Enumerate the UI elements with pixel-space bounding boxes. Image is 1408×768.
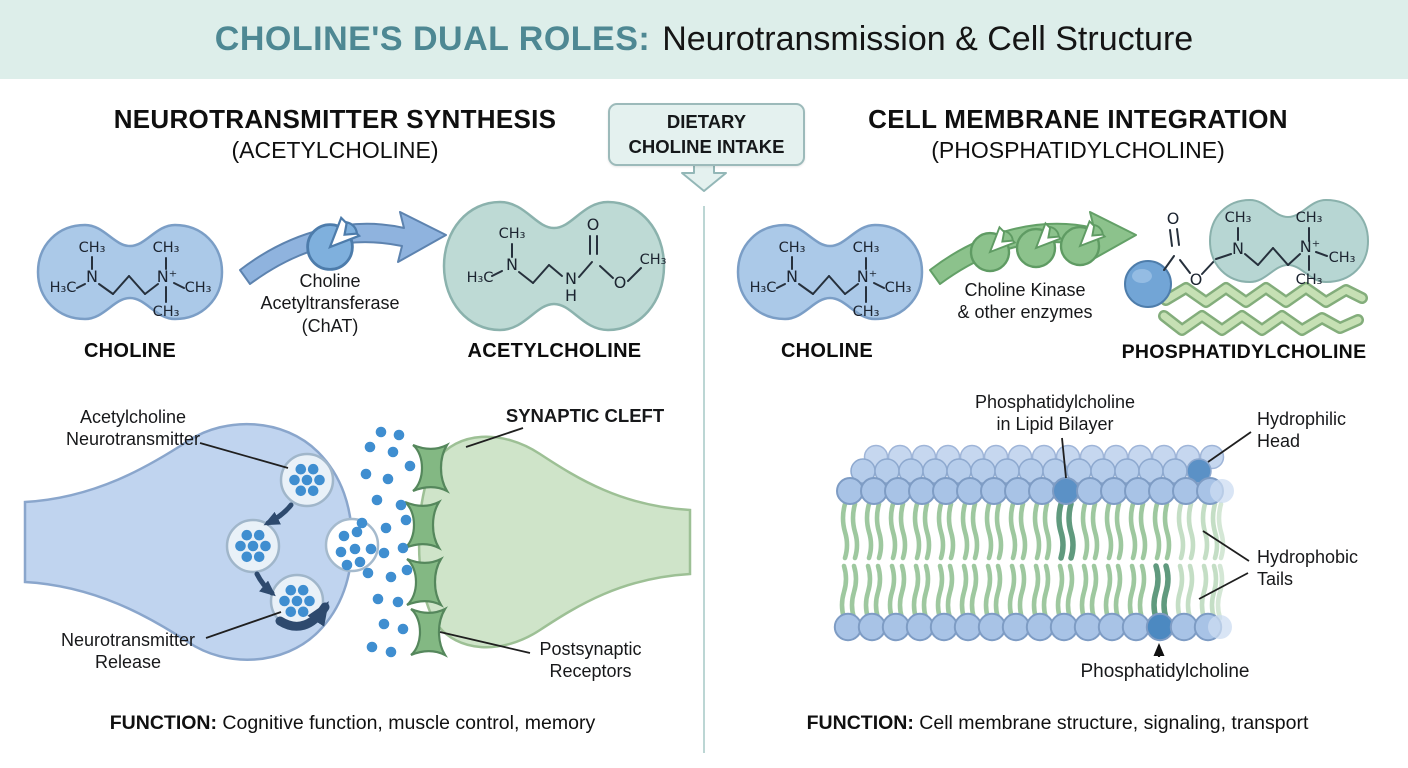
oxygen-label: O xyxy=(587,215,600,234)
hydrophobic-tails-label: Hydrophobic Tails xyxy=(1257,547,1359,590)
phosphatidylcholine-structure: O O CH₃ N CH₃ N⁺ CH₃ CH₃ xyxy=(1124,198,1370,336)
title-bar: CHOLINE'S DUAL ROLES: Neurotransmission … xyxy=(0,0,1408,79)
right-heading-line1: CELL MEMBRANE INTEGRATION xyxy=(868,104,1288,134)
receptor-icon xyxy=(411,443,449,493)
hydrogen-label: H xyxy=(565,286,577,305)
oxygen-label: O xyxy=(1167,209,1180,228)
right-heading-line2: (PHOSPHATIDYLCHOLINE) xyxy=(931,137,1225,163)
acetylcholine-caption: ACETYLCHOLINE xyxy=(467,340,642,362)
intake-line2: CHOLINE INTAKE xyxy=(628,135,785,157)
phosphatidylcholine-bottom-label: Phosphatidylcholine xyxy=(1080,661,1250,682)
flow-arrow xyxy=(263,502,294,526)
oxygen-label: O xyxy=(614,273,627,292)
page-title-highlight: CHOLINE'S DUAL ROLES: xyxy=(214,20,651,58)
release-arrow xyxy=(275,601,330,631)
left-section-heading: NEUROTRANSMITTER SYNTHESIS (ACETYLCHOLIN… xyxy=(35,104,635,164)
neurotransmitter-dots xyxy=(335,426,416,658)
page-title: Neurotransmission & Cell Structure xyxy=(662,20,1194,58)
choline-caption-left: CHOLINE xyxy=(83,340,177,362)
vesicle-icon xyxy=(225,518,281,574)
methyl-label: CH₃ xyxy=(1329,250,1356,266)
acetylcholine-structure: CH₃ H₃C N N H O O CH₃ xyxy=(442,200,667,332)
nitrogen-label: N xyxy=(506,255,518,274)
phosphatidylcholine-caption: PHOSPHATIDYLCHOLINE xyxy=(1121,341,1367,363)
methyl-label: CH₃ xyxy=(1225,210,1252,226)
left-heading-line1: NEUROTRANSMITTER SYNTHESIS xyxy=(113,104,557,134)
function-label: FUNCTION: xyxy=(109,712,217,734)
kinase-enzyme-icon xyxy=(971,227,1015,271)
nitrogen-label: N xyxy=(1232,239,1244,258)
choline-caption-right: CHOLINE xyxy=(780,340,874,362)
dietary-choline-intake-box: DIETARY CHOLINE INTAKE xyxy=(608,103,805,166)
left-heading-line2: (ACETYLCHOLINE) xyxy=(231,137,439,163)
kinase-enzyme-label: Choline Kinase & other enzymes xyxy=(957,280,1093,323)
lipid-bilayer xyxy=(833,444,1234,642)
right-section-heading: CELL MEMBRANE INTEGRATION (PHOSPHATIDYLC… xyxy=(778,104,1378,164)
postsynaptic-receptors-label: Postsynaptic Receptors xyxy=(539,639,642,682)
choline-structure-left xyxy=(36,223,224,322)
nitrogen-label: N xyxy=(565,269,577,288)
methyl-label: H₃C xyxy=(467,270,494,286)
acetylcholine-neurotransmitter-label: Acetylcholine Neurotransmitter xyxy=(65,407,201,450)
left-function-line: FUNCTION: Cognitive function, muscle con… xyxy=(40,712,665,735)
function-text: Cognitive function, muscle control, memo… xyxy=(222,712,596,734)
oxygen-label: O xyxy=(1190,270,1203,289)
methyl-label: CH₃ xyxy=(1296,272,1323,288)
function-label: FUNCTION: xyxy=(806,712,914,734)
intake-down-arrow-icon xyxy=(681,162,727,192)
receptor-icon xyxy=(409,607,447,657)
function-text: Cell membrane structure, signaling, tran… xyxy=(919,712,1309,734)
pc-in-bilayer-label: Phosphatidylcholine in Lipid Bilayer xyxy=(974,392,1136,435)
vesicle-icon xyxy=(279,452,335,508)
receptor-icon xyxy=(405,557,443,607)
neurotransmitter-release-label: Neurotransmitter Release xyxy=(60,630,196,673)
postsynaptic-neuron xyxy=(417,435,692,649)
choline-structure-right xyxy=(736,223,924,322)
hydrophilic-head-label: Hydrophilic Head xyxy=(1257,409,1347,452)
methyl-label: CH₃ xyxy=(499,226,526,242)
methyl-label: CH₃ xyxy=(640,252,667,268)
right-function-line: FUNCTION: Cell membrane structure, signa… xyxy=(745,712,1370,735)
flow-arrow xyxy=(254,571,276,597)
nitrogen-plus-label: N⁺ xyxy=(1300,237,1320,256)
receptor-icon xyxy=(403,500,441,550)
synapse-diagram xyxy=(23,422,692,661)
methyl-label: CH₃ xyxy=(1296,210,1323,226)
chat-enzyme-icon xyxy=(307,217,360,270)
intake-line1: DIETARY xyxy=(666,111,747,133)
synaptic-cleft-label: SYNAPTIC CLEFT xyxy=(505,405,665,426)
chat-enzyme-label: Choline Acetyltransferase (ChAT) xyxy=(260,271,400,336)
